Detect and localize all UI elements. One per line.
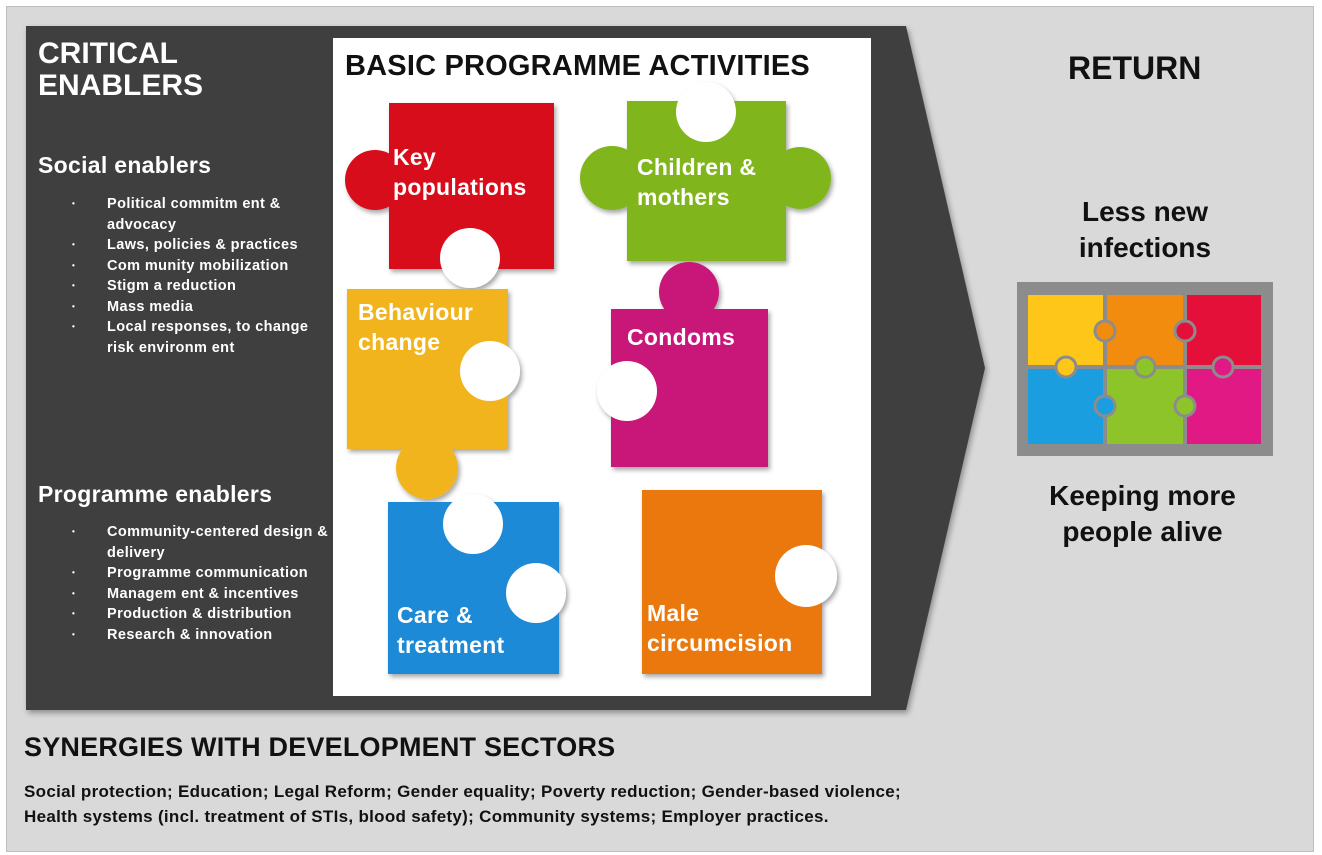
less-infections-text: Less new infections [1040,194,1250,266]
keeping-alive-line1: Keeping more [1049,480,1236,511]
list-item: Laws, policies & practices [72,235,332,256]
condoms-label: Condoms [627,322,735,352]
mini-knob [1173,319,1197,343]
list-item: Com munity mobilization [72,256,332,277]
mini-red [1185,295,1261,367]
synergies-line2: Health systems (incl. treatment of STIs,… [24,807,829,826]
behaviour-change-line2: change [358,329,441,355]
list-item: Programme communication [72,563,332,584]
male-circumcision-line1: Male [647,600,700,626]
male-circumcision-piece [642,490,837,674]
behaviour-change-piece [347,289,520,499]
mini-yellow [1028,295,1105,367]
critical-title-line2: ENABLERS [38,69,204,102]
key-populations-line2: populations [393,174,527,200]
male-circumcision-label: Male circumcision [647,598,793,658]
list-item: Community-centered design & delivery [72,522,332,563]
mini-knob [1211,355,1235,379]
behaviour-change-line1: Behaviour [358,299,474,325]
completed-puzzle-icon [1017,282,1273,456]
key-populations-piece [345,103,554,288]
mini-knob [1173,394,1197,418]
keeping-alive-text: Keeping more people alive [1010,478,1275,550]
list-item: Stigm a reduction [72,276,332,297]
programme-enablers-list: Community-centered design & delivery Pro… [72,522,332,645]
condoms-piece [597,262,768,467]
critical-title-line1: CRITICAL [38,37,178,70]
children-mothers-line1: Children & [637,154,757,180]
mini-knob [1093,394,1117,418]
social-enablers-heading: Social enablers [38,152,212,178]
synergies-line1: Social protection; Education; Legal Refo… [24,782,901,801]
children-mothers-label: Children & mothers [637,152,756,212]
children-mothers-line2: mothers [637,184,730,210]
less-infections-line2: infections [1078,232,1212,263]
condoms-line1: Condoms [627,324,736,350]
mini-knob [1093,319,1117,343]
key-populations-line1: Key [393,144,437,170]
list-item: Political commitm ent & advocacy [72,194,332,235]
mini-knob [1133,355,1157,379]
activities-title: BASIC PROGRAMME ACTIVITIES [345,50,810,82]
care-treatment-piece [388,494,566,674]
critical-enablers-title: CRITICAL ENABLERS [38,38,298,102]
care-treatment-line2: treatment [397,632,505,658]
social-enablers-list: Political commitm ent & advocacy Laws, p… [72,194,332,358]
synergies-title: SYNERGIES WITH DEVELOPMENT SECTORS [24,732,616,762]
mini-orange [1105,295,1185,367]
mini-pink [1185,367,1261,444]
list-item: Research & innovation [72,625,332,646]
key-populations-label: Key populations [393,142,527,202]
keeping-alive-line2: people alive [1062,516,1223,547]
mini-knob [1054,355,1078,379]
care-treatment-label: Care & treatment [397,600,505,660]
list-item: Mass media [72,297,332,318]
male-circumcision-line2: circumcision [647,630,793,656]
return-title: RETURN [1068,50,1202,86]
list-item: Local responses, to change risk environm… [72,317,332,358]
care-treatment-line1: Care & [397,602,473,628]
list-item: Managem ent & incentives [72,584,332,605]
behaviour-change-label: Behaviour change [358,297,473,357]
less-infections-line1: Less new [1081,196,1209,227]
mini-blue [1028,367,1105,444]
children-mothers-piece [580,82,831,261]
programme-enablers-heading: Programme enablers [38,481,273,507]
list-item: Production & distribution [72,604,332,625]
mini-green [1105,367,1185,444]
